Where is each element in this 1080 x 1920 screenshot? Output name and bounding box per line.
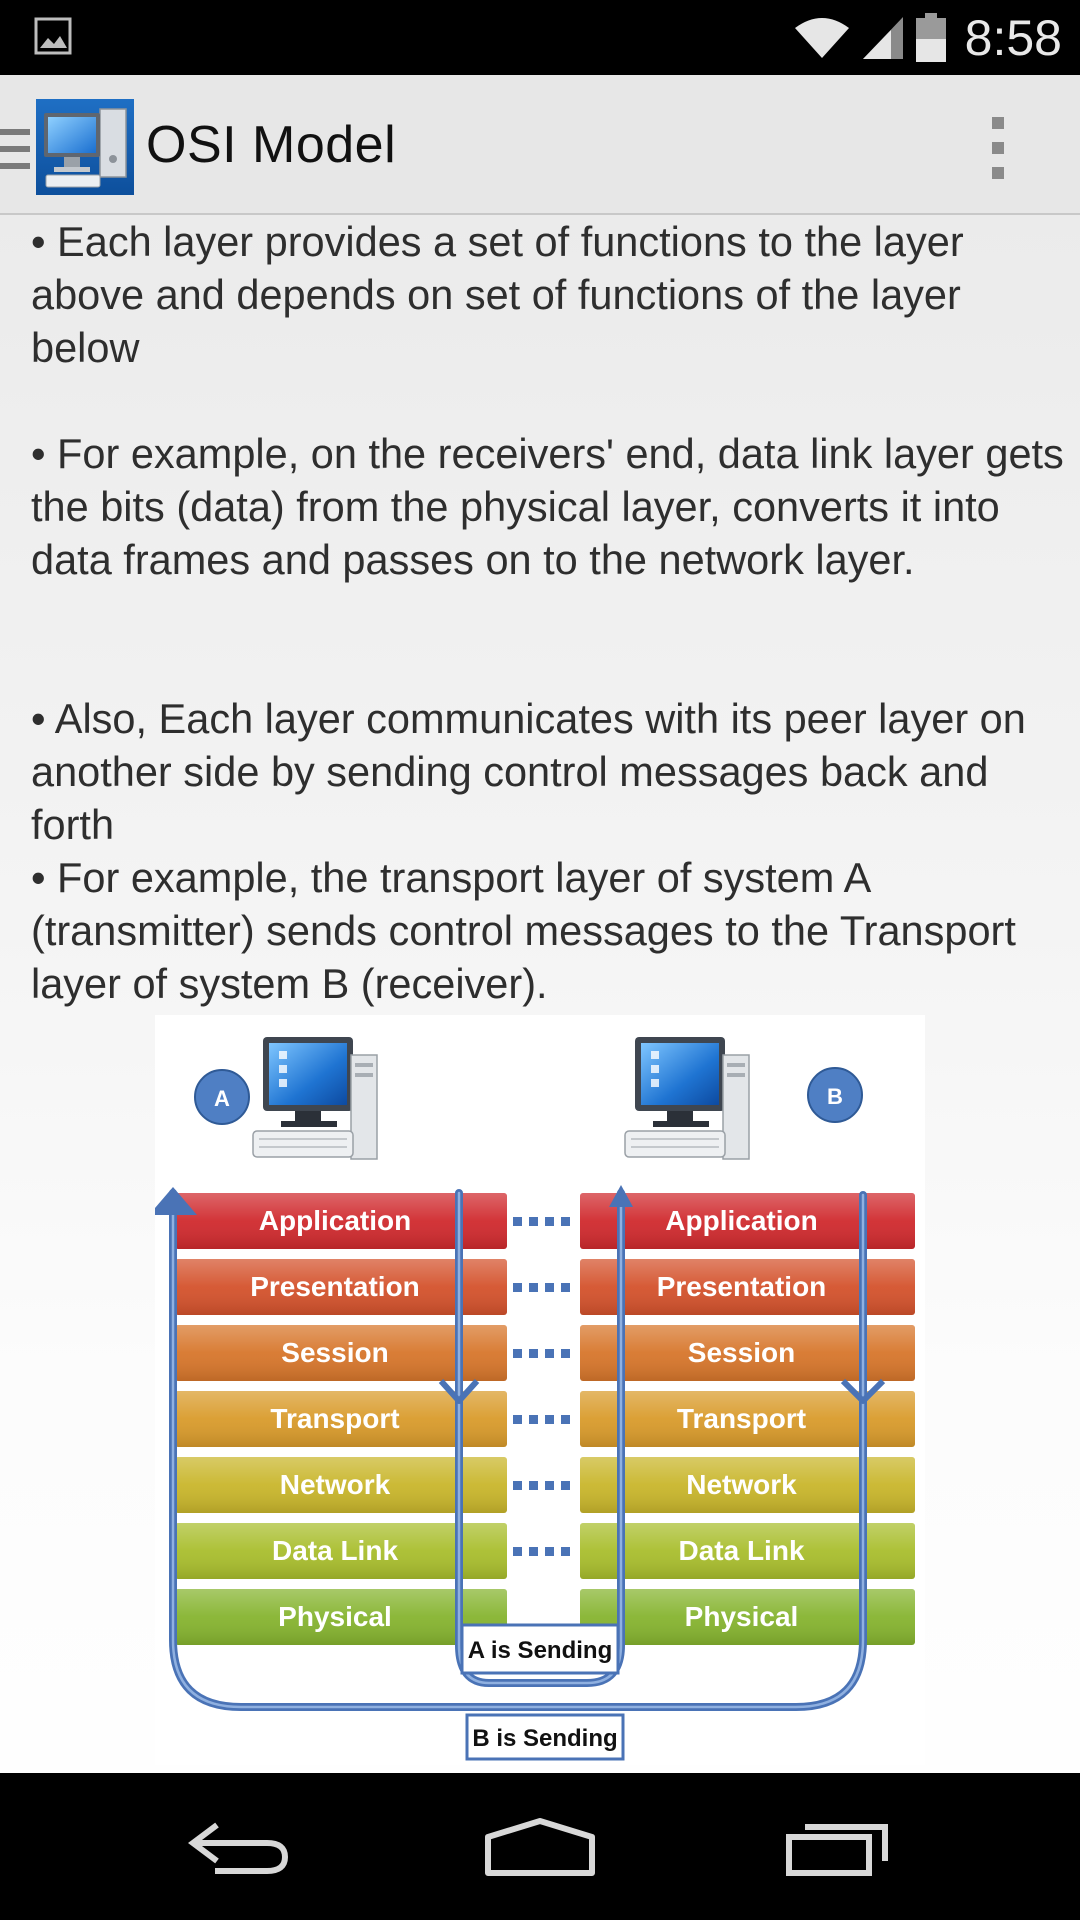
layer-a-label: Network — [280, 1469, 391, 1500]
peer-dot — [513, 1349, 522, 1358]
layer-b-shine — [580, 1589, 915, 1645]
layer-a-label: Physical — [278, 1601, 392, 1632]
peer-connection-dots — [513, 1217, 570, 1556]
cell-signal-icon — [862, 16, 903, 59]
peer-dot — [513, 1217, 522, 1226]
paragraph-layer-functions: • Each layer provides a set of functions… — [31, 218, 964, 371]
paragraph-receiver-example: • For example, on the receivers' end, da… — [31, 430, 1064, 583]
a-sending-label: A is Sending — [468, 1637, 612, 1664]
recents-icon — [786, 1823, 888, 1876]
peer-dot — [561, 1481, 570, 1490]
layer-b-shine — [580, 1325, 915, 1381]
layer-a-shine — [175, 1457, 507, 1513]
layer-a-label: Session — [281, 1337, 388, 1368]
battery-icon — [915, 12, 946, 62]
drawer-menu-icon[interactable] — [0, 127, 30, 171]
peer-dot — [545, 1349, 554, 1358]
system-b-badge — [807, 1067, 863, 1123]
layer-b-shine — [580, 1193, 915, 1249]
paragraph-peer-communication: • Also, Each layer communicates with its… — [31, 695, 1026, 848]
layer-b-label: Network — [686, 1469, 797, 1500]
peer-dot — [529, 1547, 538, 1556]
peer-dot — [561, 1415, 570, 1424]
layer-a-shine — [175, 1325, 507, 1381]
system-a-badge — [194, 1069, 250, 1125]
peer-dot — [561, 1283, 570, 1292]
computer-a-icon — [252, 1037, 378, 1160]
peer-dot — [513, 1283, 522, 1292]
peer-dot — [545, 1415, 554, 1424]
back-icon — [188, 1822, 289, 1874]
peer-dot — [545, 1547, 554, 1556]
layer-b-label: Presentation — [657, 1271, 827, 1302]
layer-a-shine — [175, 1391, 507, 1447]
home-icon — [485, 1817, 595, 1876]
osi-diagram-svg: A B ApplicationPresentationSessionTransp… — [149, 1037, 915, 1761]
peer-dot — [529, 1349, 538, 1358]
layer-b-shine — [580, 1391, 915, 1447]
peer-dot — [545, 1481, 554, 1490]
peer-dot — [561, 1217, 570, 1226]
system-a-label: A — [214, 1086, 230, 1111]
layer-b-label: Session — [688, 1337, 795, 1368]
page-title: OSI Model — [146, 116, 397, 174]
system-b-label: B — [827, 1084, 843, 1109]
recents-button[interactable] — [720, 1773, 960, 1920]
layer-a-shine — [175, 1259, 507, 1315]
layer-a-shine — [175, 1523, 507, 1579]
arrowhead-down-right — [840, 1378, 886, 1404]
wifi-icon — [794, 17, 849, 58]
peer-dot — [529, 1217, 538, 1226]
paragraph-transport-example: • For example, the transport layer of sy… — [31, 854, 1016, 1007]
peer-dot — [545, 1283, 554, 1292]
layer-a-label: Data Link — [272, 1535, 398, 1566]
peer-dot — [513, 1415, 522, 1424]
arrowhead-down-left — [438, 1378, 480, 1404]
navigation-bar — [0, 1773, 1080, 1920]
layer-stack-a: ApplicationPresentationSessionTransportN… — [175, 1193, 507, 1645]
content-area[interactable]: • Each layer provides a set of functions… — [0, 215, 1080, 1773]
action-bar: OSI Model — [0, 75, 1080, 215]
peer-dot — [529, 1481, 538, 1490]
layer-b-label: Application — [665, 1205, 817, 1236]
status-icons: 8:58 — [793, 0, 1062, 75]
layer-stack-b: ApplicationPresentationSessionTransportN… — [580, 1193, 915, 1645]
layer-b-shine — [580, 1523, 915, 1579]
layer-b-label: Data Link — [678, 1535, 804, 1566]
overflow-menu-icon[interactable] — [988, 117, 1008, 179]
home-button[interactable] — [420, 1773, 660, 1920]
layer-b-shine — [580, 1457, 915, 1513]
status-bar: 8:58 — [0, 0, 1080, 75]
layer-b-label: Physical — [685, 1601, 799, 1632]
a-sending-box — [460, 1623, 620, 1675]
computer-logo-icon[interactable] — [36, 99, 134, 195]
peer-dot — [513, 1547, 522, 1556]
layer-a-label: Presentation — [250, 1271, 420, 1302]
computer-b-icon — [624, 1037, 750, 1160]
peer-dot — [529, 1415, 538, 1424]
layer-b-label: Transport — [677, 1403, 806, 1434]
layer-a-label: Application — [259, 1205, 411, 1236]
layer-a-shine — [175, 1193, 507, 1249]
peer-dot — [561, 1547, 570, 1556]
peer-dot — [545, 1217, 554, 1226]
gallery-notification-icon — [34, 17, 72, 55]
back-button[interactable] — [120, 1773, 360, 1920]
peer-dot — [529, 1283, 538, 1292]
status-time: 8:58 — [964, 9, 1062, 66]
layer-b-shine — [580, 1259, 915, 1315]
arrowhead-up-right — [609, 1185, 633, 1207]
peer-dot — [561, 1349, 570, 1358]
b-sending-box — [465, 1713, 625, 1761]
layer-a-label: Transport — [270, 1403, 399, 1434]
b-sending-label: B is Sending — [472, 1725, 617, 1752]
layer-a-shine — [175, 1589, 507, 1645]
arrowhead-up-left — [149, 1187, 197, 1215]
peer-dot — [513, 1481, 522, 1490]
